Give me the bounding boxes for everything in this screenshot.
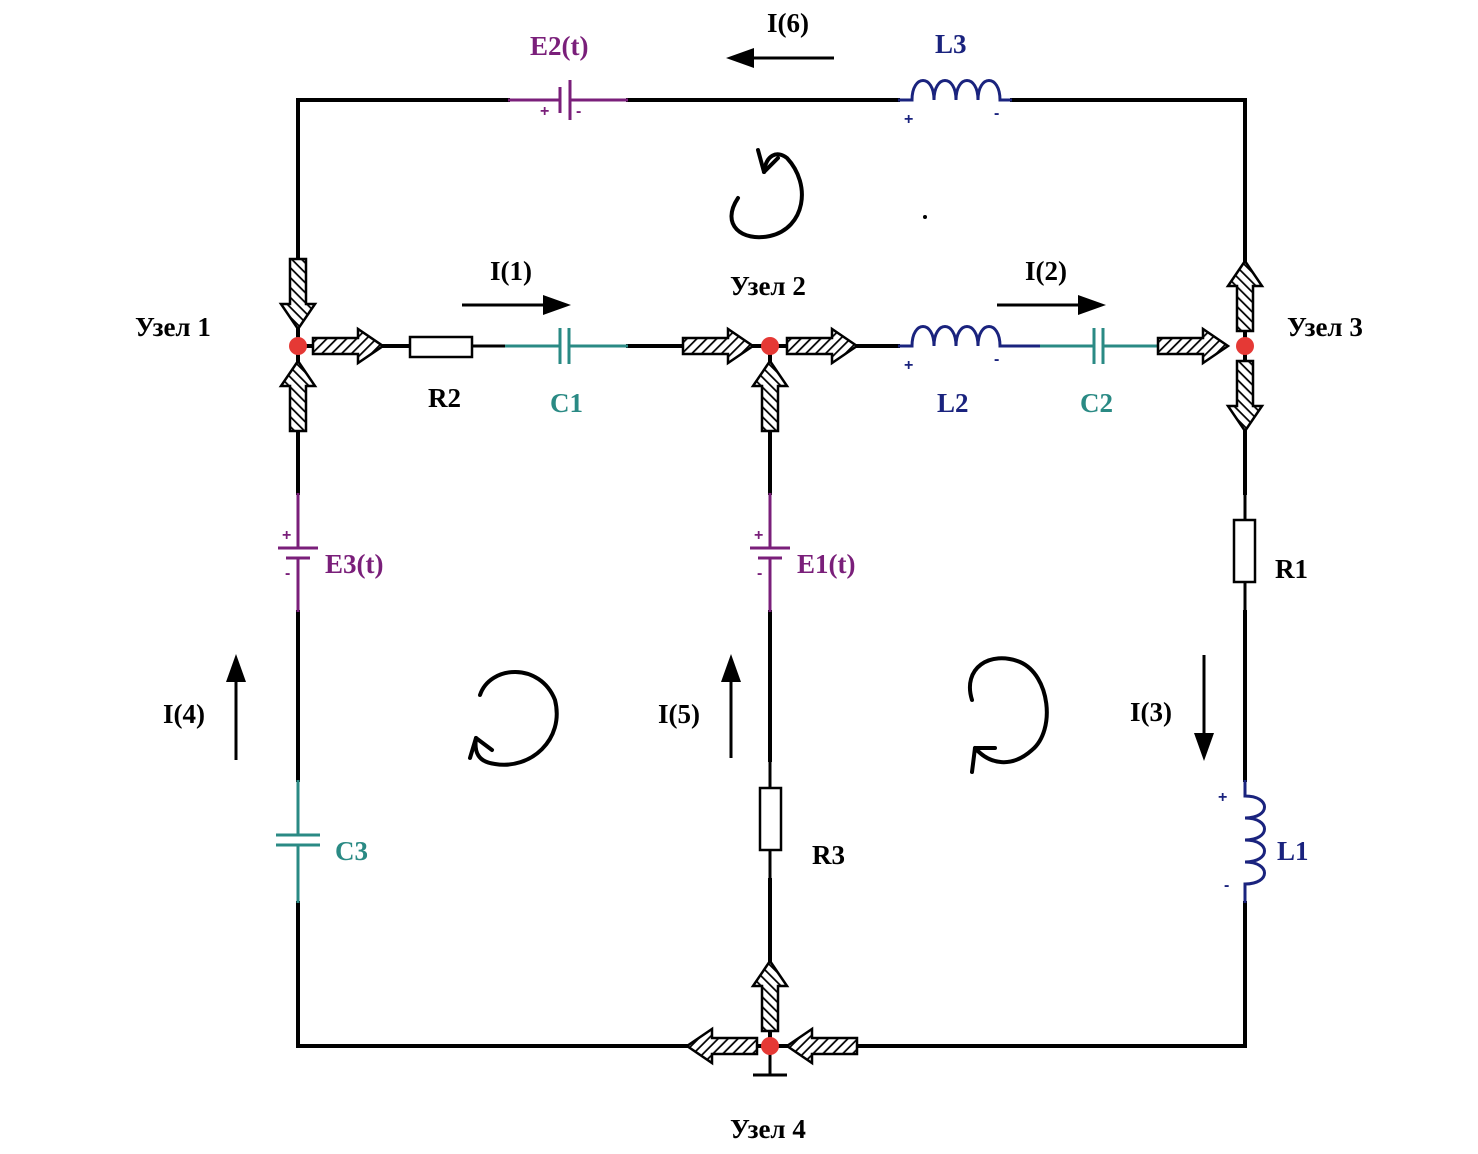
current-label-1: I(1) <box>490 256 532 286</box>
e1-minus: - <box>757 565 762 582</box>
hatched-arrow-icon <box>785 327 859 365</box>
loop-arrowhead <box>468 736 494 760</box>
loop-arrow-icon <box>729 152 804 240</box>
r1-label: R1 <box>1275 554 1308 584</box>
hatched-arrow-icon <box>1226 359 1264 433</box>
node-dot-1 <box>289 337 307 355</box>
loop-arrow-icon <box>473 670 559 767</box>
l1-plus: + <box>1218 789 1227 806</box>
loop-arrowhead <box>970 746 997 774</box>
capacitor-c3: C3 <box>276 780 368 903</box>
e1-plus: + <box>754 527 763 544</box>
hatched-arrow-icon <box>311 327 385 365</box>
node-label-1: Узел 1 <box>135 312 211 342</box>
r3-label: R3 <box>812 840 845 870</box>
hatched-arrow-icon <box>1156 327 1230 365</box>
source-e3: + - E3(t) <box>278 493 383 612</box>
resistor-r1: R1 <box>1232 493 1308 612</box>
current-label-5: I(5) <box>658 699 700 729</box>
current-label-4: I(4) <box>163 699 205 729</box>
node-dot-3 <box>1236 337 1254 355</box>
capacitor-c2: C2 <box>1040 328 1165 418</box>
hatched-arrow-icon <box>751 959 789 1033</box>
resistor-r3: R3 <box>758 760 845 880</box>
loop-arrows <box>468 148 1049 774</box>
inductor-l2: + - L2 <box>898 325 1040 418</box>
node-label-2: Узел 2 <box>730 271 806 301</box>
e2-plus: + <box>540 103 549 120</box>
node-dot-4 <box>761 1037 779 1055</box>
source-e2: + - E2(t) <box>508 31 628 120</box>
node-label-4: Узел 4 <box>730 1114 806 1144</box>
hatched-arrow-icon <box>681 327 755 365</box>
nodes <box>289 337 1254 1055</box>
current-label-6: I(6) <box>767 8 809 38</box>
hatched-arrow-icon <box>279 359 317 433</box>
e1-label: E1(t) <box>797 549 855 579</box>
current-label-3: I(3) <box>1130 697 1172 727</box>
inductor-l1: + - L1 <box>1218 780 1309 903</box>
c3-label: C3 <box>335 836 368 866</box>
l2-minus: - <box>994 351 999 368</box>
source-e1: + - E1(t) <box>750 493 855 612</box>
c2-label: C2 <box>1080 388 1113 418</box>
l1-label: L1 <box>1277 836 1309 866</box>
stray-dot <box>923 215 927 219</box>
l1-minus: - <box>1224 877 1229 894</box>
e3-plus: + <box>282 527 291 544</box>
l3-plus: + <box>904 111 913 128</box>
current-arrows: I(6) I(1) I(2) I(4) I(5) I(3) <box>163 8 1214 761</box>
hatched-arrow-icon <box>785 1027 859 1065</box>
current-label-2: I(2) <box>1025 256 1067 286</box>
l3-label: L3 <box>935 29 967 59</box>
hatched-arrow-icon <box>751 359 789 433</box>
loop-arrowhead <box>756 148 780 174</box>
loop-arrow-icon <box>968 656 1049 765</box>
l3-minus: - <box>994 105 999 122</box>
node-dot-2 <box>761 337 779 355</box>
e3-label: E3(t) <box>325 549 383 579</box>
resistor-r2: R2 <box>408 335 505 413</box>
hatched-arrow-icon <box>685 1027 759 1065</box>
inductor-l3: + - L3 <box>898 29 1012 128</box>
node-label-3: Узел 3 <box>1287 312 1363 342</box>
e2-minus: - <box>576 103 581 120</box>
hatched-arrow-icon <box>279 257 317 331</box>
capacitor-c1: C1 <box>505 328 628 418</box>
e2-label: E2(t) <box>530 31 588 61</box>
e3-minus: - <box>285 565 290 582</box>
l2-plus: + <box>904 357 913 374</box>
c1-label: C1 <box>550 388 583 418</box>
hatched-arrow-icon <box>1226 259 1264 333</box>
l2-label: L2 <box>937 388 969 418</box>
r2-label: R2 <box>428 383 461 413</box>
